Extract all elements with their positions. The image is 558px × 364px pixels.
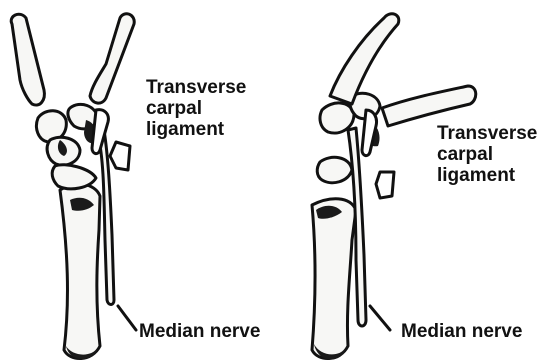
- left-median-nerve-leader: [118, 306, 136, 330]
- right-transverse-carpal-ligament-label: Transverse carpal ligament: [437, 123, 537, 186]
- right-wrist-figure: [312, 14, 476, 360]
- left-wrist-figure: [11, 14, 136, 359]
- right-ligament-arrow: [376, 172, 394, 198]
- right-metacarpal-2: [382, 86, 476, 126]
- left-median-nerve-label: Median nerve: [139, 321, 260, 342]
- right-carpal-bone-b: [317, 157, 352, 182]
- right-median-nerve-leader: [370, 306, 390, 330]
- right-metacarpal-1: [330, 14, 399, 104]
- right-median-nerve-label: Median nerve: [401, 321, 522, 342]
- right-transverse-carpal-ligament: [362, 110, 377, 156]
- right-carpal-bone-a: [320, 103, 354, 133]
- left-metacarpal-2: [90, 14, 134, 103]
- left-ligament-arrow: [110, 142, 130, 170]
- left-transverse-carpal-ligament-label: Transverse carpal ligament: [146, 77, 246, 140]
- right-radius-bone: [312, 199, 356, 359]
- left-carpal-bone-c: [52, 165, 96, 189]
- left-metacarpal-1: [11, 14, 44, 105]
